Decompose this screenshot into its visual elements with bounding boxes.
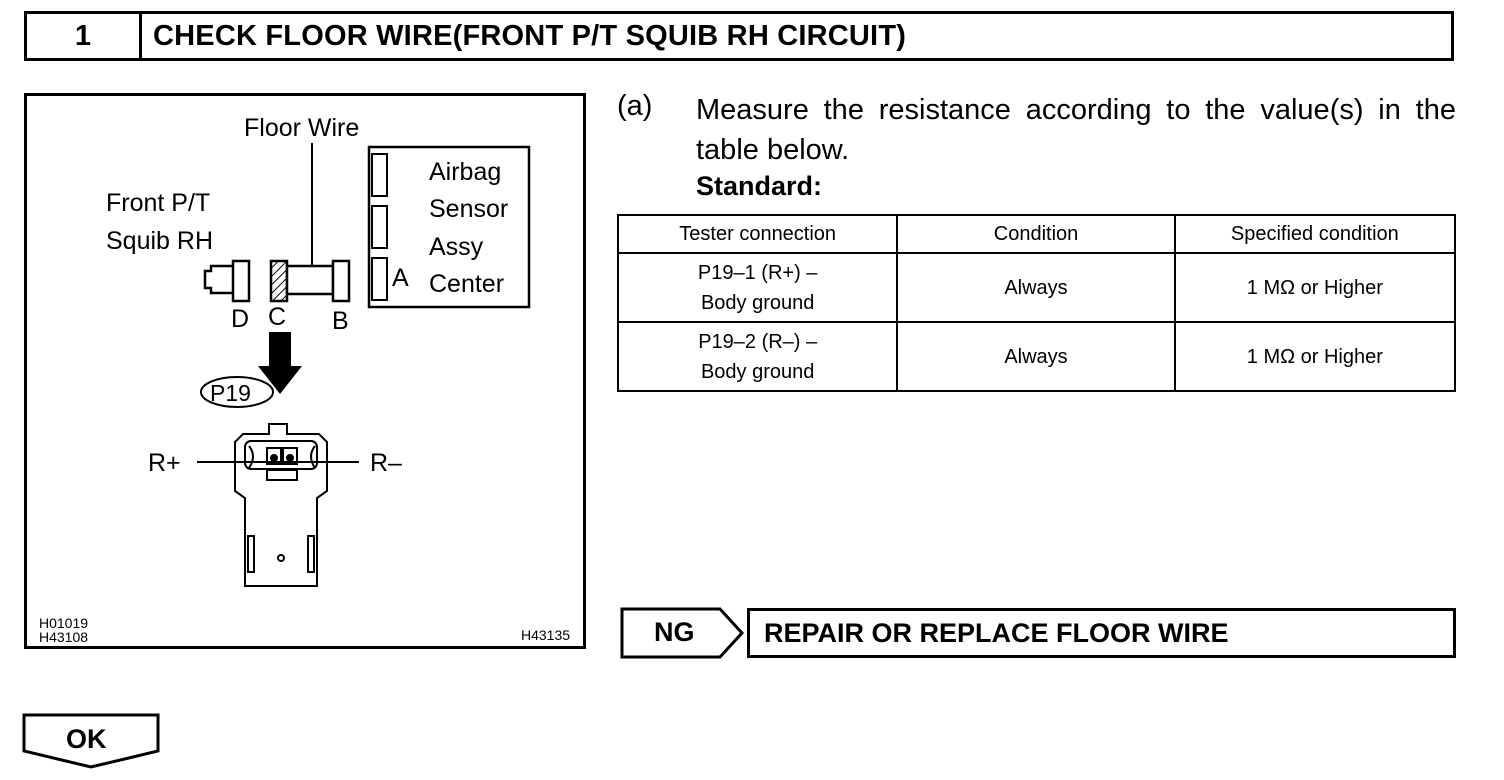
table-row: P19–2 (R–) – Body ground Always 1 MΩ or … <box>616 321 1457 392</box>
step-header: 1 CHECK FLOOR WIRE(FRONT P/T SQUIB RH CI… <box>24 11 1454 61</box>
ng-arrow-shape <box>620 607 745 659</box>
squib-label-2: Squib RH <box>106 227 213 255</box>
connector-d-label: D <box>231 305 250 333</box>
specified-cell: 1 MΩ or Higher <box>1173 252 1457 323</box>
table-row: P19–1 (R+) – Body ground Always 1 MΩ or … <box>616 252 1457 323</box>
r-minus-label: R– <box>370 449 402 477</box>
connector-d <box>231 259 251 303</box>
airbag-label-3: Assy <box>429 233 484 261</box>
floor-wire-label: Floor Wire <box>244 114 360 142</box>
resistance-table: Tester connection Condition Specified co… <box>616 214 1457 392</box>
airbag-sensor-box <box>367 145 531 309</box>
connector-a-label: A <box>392 264 409 292</box>
connector-a <box>371 257 388 301</box>
condition-cell: Always <box>896 321 1176 392</box>
ng-action-box: REPAIR OR REPLACE FLOOR WIRE <box>747 608 1456 658</box>
squib-label-1: Front P/T <box>106 189 211 217</box>
down-arrow-icon <box>258 332 302 394</box>
ng-action-text: REPAIR OR REPLACE FLOOR WIRE <box>764 617 1229 648</box>
r-plus-label: R+ <box>148 449 181 477</box>
connector-b-label: B <box>332 307 349 335</box>
connector-illustration <box>197 143 531 587</box>
step-instruction: Measure the resistance according to the … <box>696 94 1456 166</box>
step-marker: (a) <box>617 90 653 122</box>
ok-arrow-shape <box>22 713 160 769</box>
condition-cell: Always <box>896 252 1176 323</box>
standard-label: Standard: <box>696 171 823 201</box>
cell-line: P19–2 (R–) – <box>698 330 818 353</box>
tester-connection-cell: P19–2 (R–) – Body ground <box>616 321 899 392</box>
col-header: Condition <box>896 214 1176 254</box>
col-header: Tester connection <box>616 214 899 254</box>
tester-connection-cell: P19–1 (R+) – Body ground <box>616 252 899 323</box>
col-header: Specified condition <box>1173 214 1457 254</box>
wiring-diagram: Floor Wire Airbag Sensor Assy Center A F… <box>24 93 586 649</box>
cell-line: Body ground <box>700 360 815 383</box>
table-header-row: Tester connection Condition Specified co… <box>616 214 1457 254</box>
airbag-label-2: Sensor <box>429 195 509 223</box>
airbag-label-4: Center <box>429 270 505 298</box>
connector-c <box>269 259 289 303</box>
ok-label: OK <box>66 724 107 754</box>
p19-connector-front-view <box>234 423 328 587</box>
step-number: 1 <box>27 14 142 58</box>
ref-code-1: H01019 <box>39 615 89 631</box>
ng-label: NG <box>654 617 695 647</box>
airbag-label-1: Airbag <box>429 158 502 186</box>
p19-label: P19 <box>210 380 251 406</box>
step-title: CHECK FLOOR WIRE(FRONT P/T SQUIB RH CIRC… <box>153 19 907 52</box>
ref-code-3: H43135 <box>521 627 571 643</box>
cell-line: Body ground <box>700 291 815 314</box>
connector-b <box>331 259 351 303</box>
p19-badge <box>200 376 274 408</box>
cell-line: P19–1 (R+) – <box>697 261 818 284</box>
ref-code-2: H43108 <box>39 629 89 645</box>
connector-c-label: C <box>268 303 287 331</box>
specified-cell: 1 MΩ or Higher <box>1173 321 1457 392</box>
